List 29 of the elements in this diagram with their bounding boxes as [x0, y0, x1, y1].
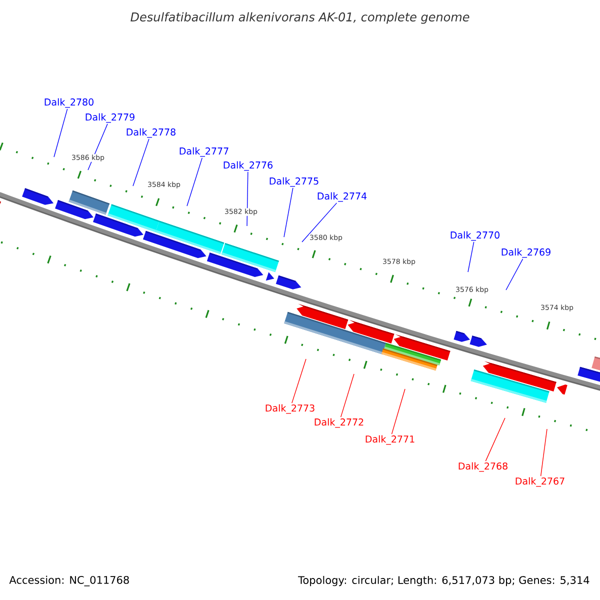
gene-label: Dalk_2778: [126, 128, 176, 138]
leader-line: [485, 418, 506, 462]
gene-label: Dalk_2768: [458, 462, 508, 472]
leader-line: [302, 202, 338, 242]
leader-line: [292, 358, 306, 404]
title: Desulfatibacillum alkenivorans AK-01, complete genome: [130, 12, 470, 24]
footer-text: Accession: NC_011768: [9, 576, 129, 586]
leader-line: [391, 388, 406, 434]
leader-line: [132, 138, 150, 186]
leader-line: [54, 108, 68, 158]
gene-label: Dalk_2779: [86, 113, 134, 123]
leader-line: [284, 188, 294, 238]
leader-line: [540, 428, 548, 476]
footer-text: Topology: circular; Length: 6,517,073 bp; Genes: 5,314: [298, 576, 590, 586]
gene-label: Dalk_2767: [516, 477, 564, 487]
gene-label: Dalk_2770: [450, 231, 500, 241]
gene-label: Dalk_2776: [224, 161, 272, 171]
gene-label: Dalk_2773: [266, 404, 314, 414]
gene-label: Dalk_2777: [180, 147, 228, 157]
leader-line: [340, 374, 354, 418]
gene-label: Dalk_2772: [314, 418, 364, 428]
leader-line: [468, 242, 474, 272]
leader-line: [186, 158, 202, 206]
gene-label: Dalk_2775: [270, 177, 318, 187]
gene-label: Dalk_2774: [318, 192, 367, 202]
leader-line: [506, 258, 524, 290]
gene-label: Dalk_2769: [502, 248, 550, 258]
gene-label: Dalk_2771: [366, 435, 414, 445]
gene-label: Dalk_2780: [44, 98, 94, 108]
